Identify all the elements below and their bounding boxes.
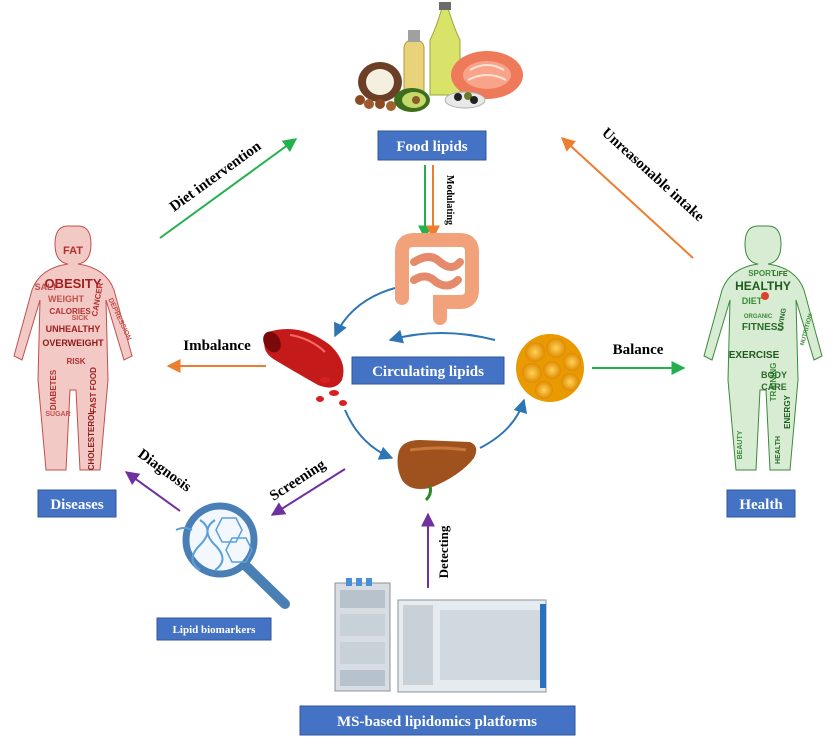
screening-label: Screening — [267, 456, 329, 504]
health-word-care: CARE — [761, 382, 787, 392]
health-label: Health — [739, 497, 783, 513]
liver-to-cells-arrow — [479, 398, 528, 449]
disease-word-obesity: OBESITY — [44, 276, 101, 291]
health-word-exercise: EXERCISE — [729, 350, 780, 361]
health-word-fitness: FITNESS — [742, 322, 785, 333]
blood-vessel-icon — [263, 328, 347, 406]
health-word-sport: SPORT — [748, 269, 776, 278]
disease-word-unhealthy: UNHEALTHY — [46, 324, 101, 334]
ms-platforms-label: MS-based lipidomics platforms — [337, 714, 537, 730]
disease-word-calories: CALORIES — [49, 307, 91, 316]
disease-word-overweight: OVERWEIGHT — [42, 338, 104, 348]
vessel-to-liver-arrow — [344, 409, 394, 460]
health-box: Health — [726, 489, 796, 518]
ms-platforms-box: MS-based lipidomics platforms — [299, 705, 576, 736]
adipose-cells-icon — [516, 334, 584, 402]
disease-word-sugar: SUGAR — [45, 411, 70, 418]
detecting-label: Detecting — [436, 525, 451, 578]
intestine-icon — [395, 233, 479, 325]
health-body-icon: SPORT LIFE HEALTHY DIET FITNESS EXERCISE… — [703, 225, 823, 471]
circulating-lipids-label: Circulating lipids — [372, 364, 484, 380]
intestine-to-vessel-arrow — [334, 287, 396, 338]
unreasonable-intake-label: Unreasonable intake — [598, 125, 707, 225]
disease-word-cholesterol: CHOLESTEROL — [87, 410, 96, 471]
disease-word-risk: RISK — [66, 357, 85, 366]
health-word-training: TRAINING — [769, 363, 778, 402]
screening-arrow — [270, 468, 346, 516]
health-word-living: LIVING — [777, 307, 788, 332]
health-word-healthy: HEALTHY — [735, 279, 791, 293]
disease-word-fast-food: FAST FOOD — [89, 367, 98, 413]
disease-body-icon: FAT OBESITY WEIGHT CALORIES SALT UNHEALT… — [13, 225, 133, 471]
diagnosis-arrow — [124, 471, 181, 512]
diseases-label: Diseases — [50, 497, 103, 513]
disease-word-sick: SICK — [72, 315, 89, 322]
food-illustration-icon — [355, 2, 523, 112]
modulating-label: Modulating — [444, 175, 455, 225]
health-word-energy: ENERGY — [783, 394, 792, 428]
imbalance-label: Imbalance — [183, 338, 251, 354]
mass-spectrometer-icon — [334, 578, 547, 693]
health-word-health: HEALTH — [775, 436, 782, 464]
circulating-lipids-box: Circulating lipids — [351, 356, 505, 385]
liver-icon — [397, 440, 477, 502]
diet-intervention-arrow — [159, 138, 298, 239]
unreasonable-intake-arrow — [560, 137, 694, 259]
disease-word-weight: WEIGHT — [48, 294, 84, 304]
food-lipids-label: Food lipids — [396, 139, 467, 155]
disease-word-diabetes: DIABETES — [49, 369, 58, 410]
cells-to-vessel-arrow — [388, 329, 496, 344]
lipid-biomarkers-label: Lipid biomarkers — [173, 624, 257, 636]
health-word-diet: DIET — [742, 296, 763, 306]
diseases-box: Diseases — [37, 489, 117, 518]
health-word-life: LIFE — [772, 271, 787, 278]
health-word-organic: ORGANIC — [744, 314, 773, 320]
food-lipids-box: Food lipids — [377, 130, 487, 161]
lipid-biomarkers-box: Lipid biomarkers — [156, 617, 272, 641]
diagnosis-label: Diagnosis — [135, 446, 194, 495]
balance-label: Balance — [613, 342, 664, 358]
disease-word-fat: FAT — [63, 245, 83, 257]
magnifier-dna-icon — [175, 502, 290, 609]
diet-intervention-label: Diet intervention — [167, 138, 265, 215]
health-word-body: BODY — [761, 370, 787, 380]
disease-word-salt: SALT — [35, 282, 58, 292]
health-word-beauty: BEAUTY — [737, 430, 744, 459]
